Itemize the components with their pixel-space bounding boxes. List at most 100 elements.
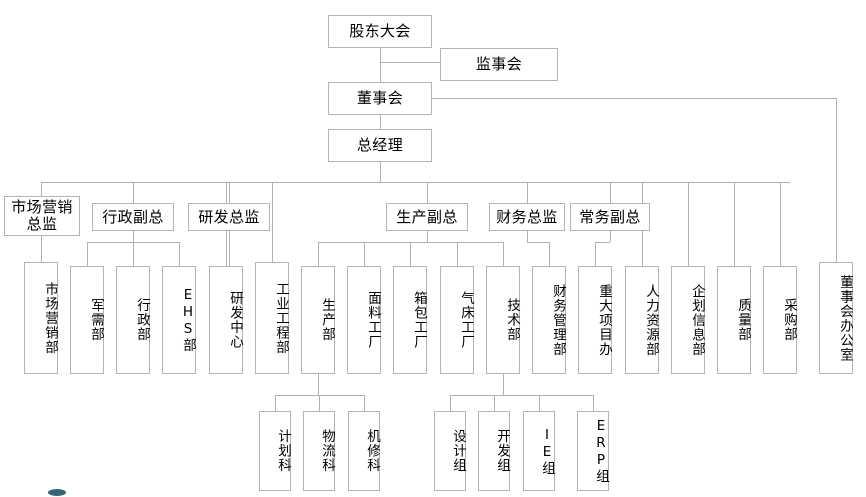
grp-bus-to-development	[494, 395, 495, 411]
org-node-admin-dept[interactable]: 行政部	[116, 266, 150, 374]
org-node-quality-dept[interactable]: 质量部	[717, 266, 751, 374]
org-node-general-manager[interactable]: 总经理	[328, 129, 432, 162]
prod-bus-to-production-dept	[318, 242, 319, 266]
org-node-board-of-directors[interactable]: 董事会	[328, 82, 432, 115]
shareholders-to-board-drop	[380, 48, 381, 82]
org-node-maintenance-section[interactable]: 机修科	[348, 411, 380, 491]
org-node-erp-group[interactable]: ERP组	[577, 411, 609, 491]
org-node-label: 常务副总	[579, 207, 641, 226]
admin-vp-drop	[133, 231, 134, 242]
bus-to-finance-director	[527, 182, 528, 203]
org-node-label: IE组	[539, 426, 555, 476]
org-node-luggage-factory[interactable]: 箱包工厂	[393, 266, 427, 374]
finance-bus	[527, 242, 549, 243]
org-node-purchasing-dept[interactable]: 采购部	[763, 266, 797, 374]
grp-bus-to-design	[450, 395, 451, 411]
org-node-production-vp[interactable]: 生产副总	[386, 203, 468, 231]
org-node-planning-info-dept[interactable]: 企划信息部	[671, 266, 705, 374]
org-node-label: 市场营销 总监	[11, 198, 73, 233]
org-node-label: 设计组	[450, 429, 466, 473]
org-node-admin-vp[interactable]: 行政副总	[92, 203, 174, 231]
org-node-finance-director[interactable]: 财务总监	[489, 203, 565, 231]
org-node-development-group[interactable]: 开发组	[478, 411, 510, 491]
org-node-board-office[interactable]: 董事会办公室	[819, 262, 853, 374]
bus-to-quality	[734, 182, 735, 266]
org-node-label: 物流科	[319, 429, 335, 473]
org-node-design-group[interactable]: 设计组	[434, 411, 466, 491]
page-edge-artifact	[48, 489, 66, 496]
org-node-technology-dept[interactable]: 技术部	[486, 266, 520, 374]
gm-drop-to-bus	[380, 162, 381, 182]
technology-dept-drop	[503, 374, 504, 395]
sec-bus-to-planning	[275, 395, 276, 411]
org-node-supervisory-board[interactable]: 监事会	[440, 48, 558, 81]
bus-to-executive-vp	[610, 182, 611, 203]
bus-to-industrial-eng	[272, 182, 273, 262]
prod-bus-to-airbed	[457, 242, 458, 266]
org-node-marketing-director[interactable]: 市场营销 总监	[4, 196, 80, 236]
org-node-logistics-section[interactable]: 物流科	[303, 411, 335, 491]
org-node-label: 企划信息部	[689, 283, 705, 357]
prod-bus-to-fabric	[364, 242, 365, 266]
exec-bus-to-major-projects	[595, 242, 596, 266]
org-node-label: 开发组	[494, 429, 510, 473]
finance-bus-to-finance-dept	[549, 242, 550, 266]
org-node-finance-mgmt-dept[interactable]: 财务管理部	[532, 266, 566, 374]
org-node-label: ERP组	[593, 418, 609, 484]
org-node-label: 生产部	[319, 298, 335, 342]
finance-director-drop	[527, 231, 528, 242]
org-node-planning-section[interactable]: 计划科	[259, 411, 291, 491]
org-node-production-dept[interactable]: 生产部	[301, 266, 335, 374]
admin-bus-to-admin-dept	[133, 242, 134, 266]
org-node-label: 气床工厂	[458, 291, 474, 349]
org-node-label: 人力资源部	[643, 283, 659, 357]
org-node-label: 重大项目办	[596, 283, 612, 357]
org-node-label: 箱包工厂	[411, 291, 427, 349]
gm-manager-bus	[41, 182, 790, 183]
org-node-hr-dept[interactable]: 人力资源部	[625, 266, 659, 374]
bus-to-production-vp	[427, 182, 428, 203]
sec-bus-to-logistics	[319, 395, 320, 411]
org-node-airbed-factory[interactable]: 气床工厂	[440, 266, 474, 374]
bus-to-admin-vp	[133, 182, 134, 203]
org-node-military-supply-dept[interactable]: 军需部	[70, 266, 104, 374]
org-node-fabric-factory[interactable]: 面料工厂	[347, 266, 381, 374]
org-node-marketing-dept[interactable]: 市场营销部	[24, 262, 58, 374]
board-to-gm-drop	[380, 115, 381, 129]
org-node-label: 研发总监	[198, 207, 260, 226]
admin-bus-to-military	[87, 242, 88, 266]
bus-to-planning-info	[688, 182, 689, 266]
org-node-label: 计划科	[275, 429, 291, 473]
production-dept-drop	[318, 374, 319, 395]
org-node-rd-center[interactable]: 研发中心	[209, 266, 243, 374]
board-to-office-horizontal	[432, 98, 836, 99]
org-node-label: 董事会办公室	[837, 274, 853, 362]
org-node-industrial-eng-dept[interactable]: 工业工程部	[255, 262, 289, 374]
org-node-label: 采购部	[781, 298, 797, 342]
executive-vp-drop	[610, 231, 611, 242]
org-node-major-projects-office[interactable]: 重大项目办	[578, 266, 612, 374]
org-node-shareholders-meeting[interactable]: 股东大会	[328, 15, 432, 48]
sec-bus-to-maintenance	[364, 395, 365, 411]
supervisory-horizontal	[380, 62, 440, 63]
org-node-label: 财务总监	[496, 207, 558, 226]
grp-bus-to-ie	[539, 395, 540, 411]
org-node-label: 股东大会	[349, 22, 411, 41]
prod-bus-to-luggage	[410, 242, 411, 266]
org-node-label: 面料工厂	[365, 291, 381, 349]
org-node-label: EHS部	[180, 287, 196, 353]
org-node-label: 行政部	[134, 298, 150, 342]
admin-bus-to-ehs	[179, 242, 180, 266]
org-node-label: 财务管理部	[550, 283, 566, 357]
org-node-label: 行政副总	[102, 207, 164, 226]
org-node-rd-director[interactable]: 研发总监	[188, 203, 270, 231]
technology-group-bus	[450, 395, 593, 396]
org-node-label: 机修科	[364, 429, 380, 473]
org-node-ehs-dept[interactable]: EHS部	[162, 266, 196, 374]
org-node-label: 总经理	[356, 136, 404, 155]
org-node-executive-vp[interactable]: 常务副总	[570, 203, 650, 231]
org-node-label: 市场营销部	[42, 281, 58, 355]
org-node-ie-group[interactable]: IE组	[523, 411, 555, 491]
bus-to-marketing-director	[41, 182, 42, 196]
